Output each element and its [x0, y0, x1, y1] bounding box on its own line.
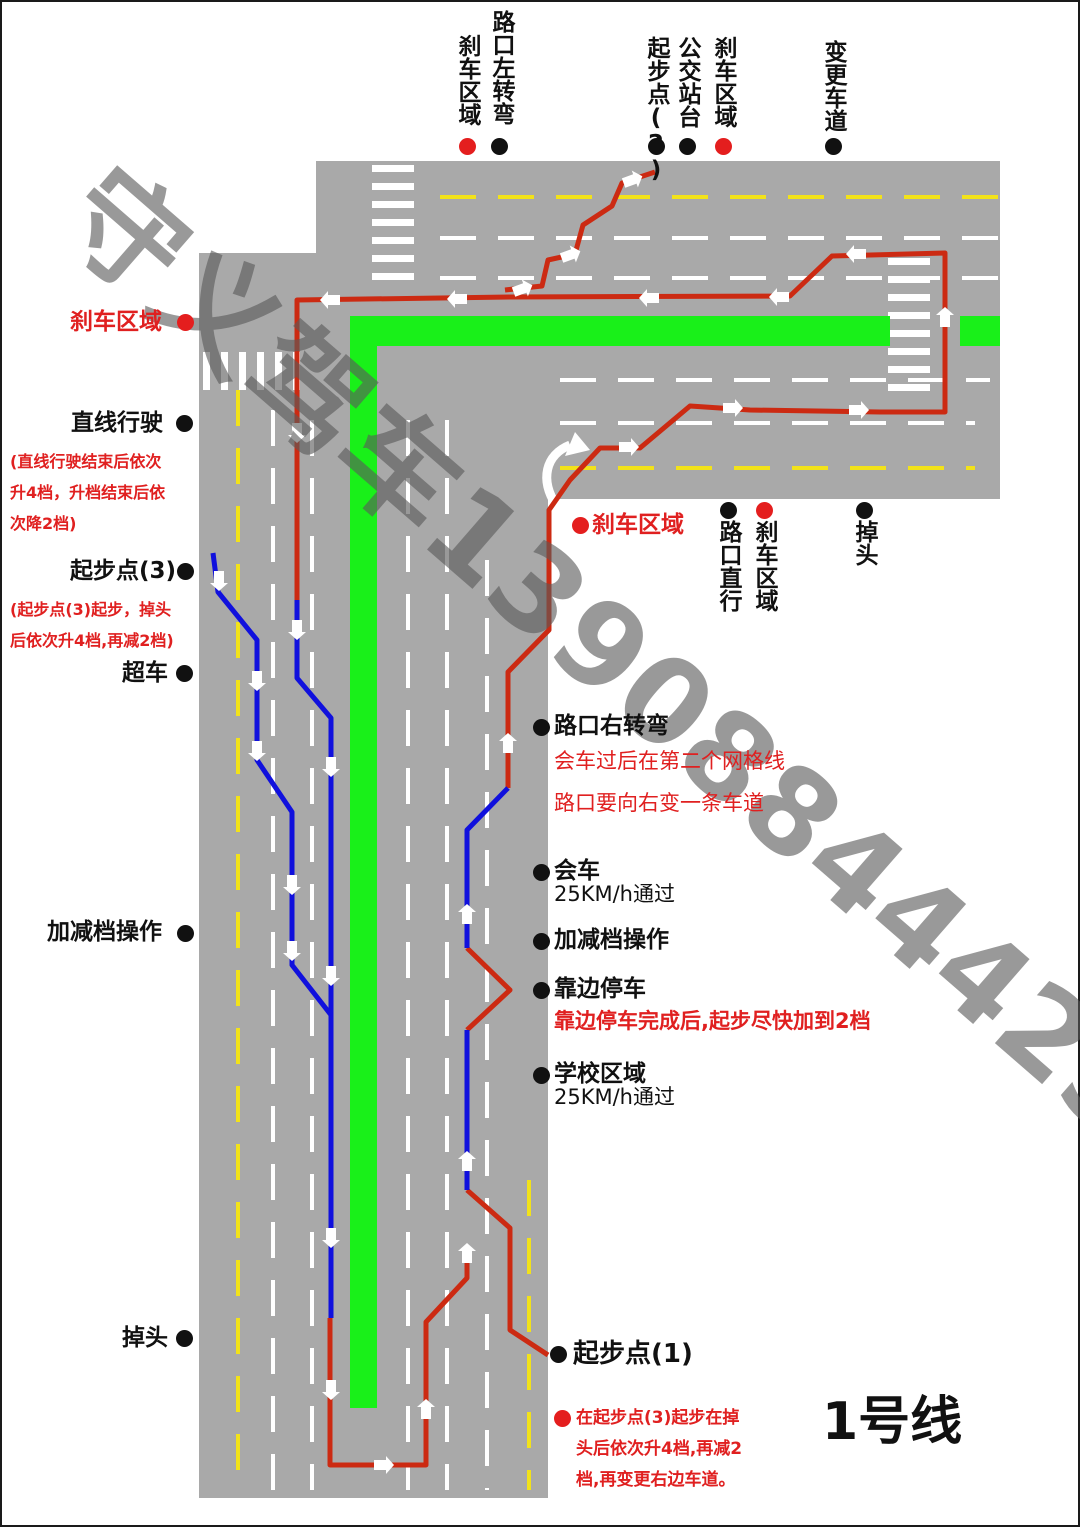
- start-point-3-note: (起步点(3)起步，掉头 后依次升4档,再减2档): [10, 594, 174, 656]
- straight-note-line-3: 次降2档): [10, 514, 77, 533]
- gear-shift-marker-left: [177, 925, 194, 942]
- start-point-3-label: 起步点(3): [70, 558, 177, 584]
- u-turn-marker-left: [176, 1330, 193, 1347]
- start-point-3-marker: [177, 563, 194, 580]
- green-median: [350, 316, 1000, 1408]
- straight-note-line-2: 升4档，升档结束后依: [10, 483, 166, 502]
- start-point-1-label: 起步点(1): [573, 1339, 693, 1369]
- meeting-label: 会车: [554, 858, 600, 884]
- brake-zone-label-left: 刹车区域: [70, 309, 162, 335]
- start3-note-line-1: (起步点(3)起步，掉头: [10, 600, 172, 619]
- intersection-straight-marker: [720, 502, 737, 519]
- vertical-lane-markings: [236, 390, 531, 1490]
- bus-stop-marker: [679, 138, 696, 155]
- pull-over-note: 靠边停车完成后,起步尽快加到2档: [554, 1009, 871, 1033]
- lane-change-marker: [825, 138, 842, 155]
- lane-change-label: 变更车道: [820, 40, 846, 132]
- brake-zone-marker-middle-vertical: [756, 502, 773, 519]
- straight-driving-note: (直线行驶结束后依次 升4档，升档结束后依 次降2档): [10, 446, 165, 539]
- brake-zone-marker-left: [177, 314, 194, 331]
- u-turn-label-middle: 掉头: [851, 520, 877, 566]
- bus-stop-label: 公交站台: [674, 36, 700, 128]
- route-title: 1号线: [822, 1392, 963, 1452]
- brake-zone-marker-top-2: [715, 138, 732, 155]
- bottom-note-line-3: 档,再变更右边车道。: [576, 1470, 736, 1490]
- pull-over-marker: [533, 982, 550, 999]
- overtake-label: 超车: [122, 660, 168, 686]
- right-turn-marker: [533, 719, 550, 736]
- school-zone-label: 学校区域: [554, 1061, 646, 1087]
- u-turn-label-left: 掉头: [122, 1325, 168, 1351]
- intersection-straight-label: 路口直行: [715, 520, 741, 612]
- turn-arrow-marking: [542, 432, 590, 508]
- pull-over-label: 靠边停车: [554, 976, 646, 1002]
- right-turn-note-1: 会车过后在第二个网格线: [554, 749, 785, 773]
- start-point-2-marker: [648, 138, 665, 155]
- gear-shift-label-left: 加减档操作: [47, 919, 162, 945]
- brake-zone-label-top-2: 刹车区域: [710, 36, 736, 128]
- left-turn-label: 路口左转弯: [488, 10, 514, 125]
- brake-zone-marker-top-1: [459, 138, 476, 155]
- straight-note-line-1: (直线行驶结束后依次: [10, 452, 162, 471]
- right-turn-note-2: 路口要向右变一条车道: [554, 791, 764, 815]
- meeting-speed: 25KM/h通过: [554, 882, 675, 906]
- start3-note-line-2: 后依次升4档,再减2档): [10, 631, 174, 650]
- bottom-note-line-1: 在起步点(3)起步在掉: [576, 1408, 740, 1428]
- u-turn-marker-middle: [856, 502, 873, 519]
- straight-driving-label: 直线行驶: [71, 410, 163, 436]
- start-point-1-marker: [550, 1346, 567, 1363]
- bottom-note: 在起步点(3)起步在掉 头后依次升4档,再减2 档,再变更右边车道。: [576, 1403, 742, 1496]
- meeting-marker: [533, 864, 550, 881]
- school-zone-speed: 25KM/h通过: [554, 1085, 675, 1109]
- left-turn-marker: [491, 138, 508, 155]
- right-turn-label: 路口右转弯: [554, 713, 669, 739]
- start-point-2-label: 起步点(2): [643, 36, 669, 183]
- bottom-note-marker: [554, 1410, 571, 1427]
- bottom-note-line-2: 头后依次升4档,再减2: [576, 1439, 743, 1459]
- brake-zone-marker-middle: [572, 517, 589, 534]
- red-route: [294, 169, 948, 1468]
- straight-driving-marker: [176, 415, 193, 432]
- school-zone-marker: [533, 1067, 550, 1084]
- horizontal-lane-markings: [440, 195, 1000, 470]
- gear-shift-label-right: 加减档操作: [554, 927, 669, 953]
- overtake-marker: [176, 665, 193, 682]
- brake-zone-label-middle: 刹车区域: [592, 512, 684, 538]
- brake-zone-label-middle-vertical: 刹车区域: [751, 520, 777, 612]
- gear-shift-marker-right: [533, 933, 550, 950]
- brake-zone-label-top-1: 刹车区域: [454, 34, 480, 126]
